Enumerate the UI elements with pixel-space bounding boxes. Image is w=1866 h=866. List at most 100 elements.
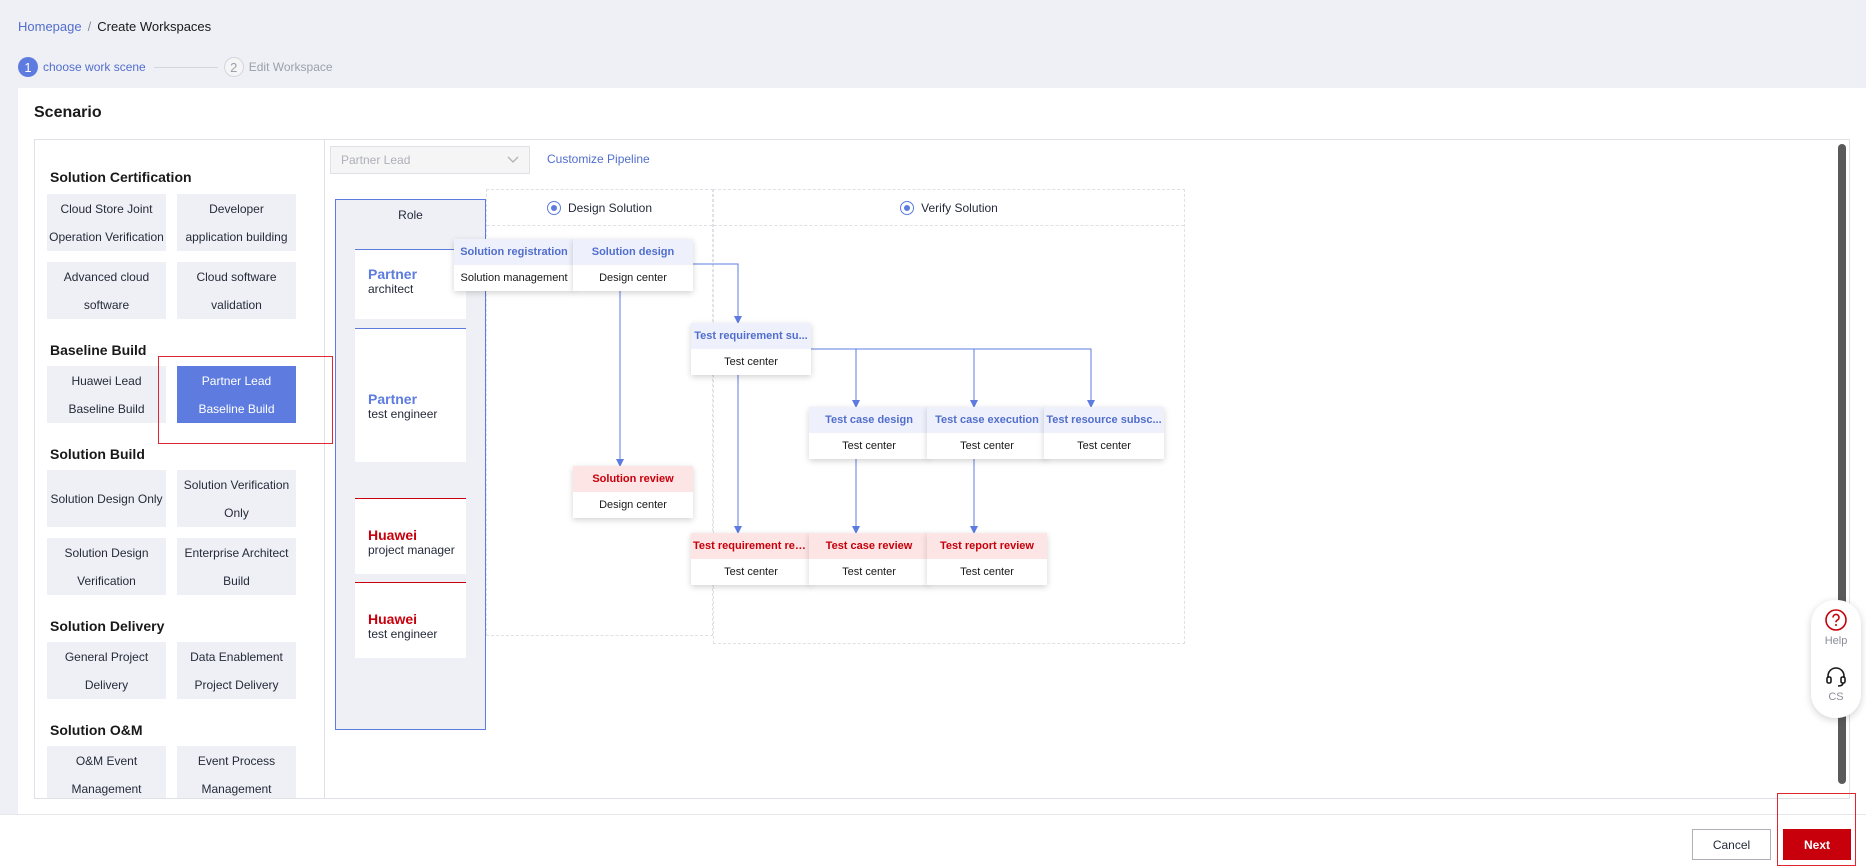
role-org: Huawei <box>368 527 418 543</box>
scenario-cloud-store-joint-operation-verification[interactable]: Cloud Store Joint Operation Verification <box>47 194 166 251</box>
scenario-card: Scenario Solution Certification Cloud St… <box>18 88 1866 814</box>
step-indicator: 1 choose work scene 2 Edit Workspace <box>18 57 333 77</box>
next-button[interactable]: Next <box>1783 829 1851 860</box>
cs-label: CS <box>1828 691 1844 703</box>
breadcrumb: Homepage / Create Workspaces <box>18 19 211 34</box>
node-solution-design[interactable]: Solution design Design center <box>573 239 693 291</box>
role-name: test engineer <box>368 407 438 421</box>
role-column-header: Role <box>398 208 423 222</box>
help-icon <box>1824 609 1848 635</box>
node-test-report-review[interactable]: Test report review Test center <box>927 533 1047 585</box>
group-title-solution-delivery: Solution Delivery <box>50 618 165 634</box>
stage-design-solution: Design Solution <box>486 189 713 636</box>
customer-service-button[interactable]: CS <box>1811 664 1861 703</box>
node-subtitle: Test center <box>960 440 1014 452</box>
scenario-data-enablement-project-delivery[interactable]: Data Enablement Project Delivery <box>177 642 296 699</box>
node-subtitle: Design center <box>599 272 667 284</box>
node-subtitle: Test center <box>960 566 1014 578</box>
step-2-label: Edit Workspace <box>248 60 333 74</box>
customize-pipeline-link[interactable]: Customize Pipeline <box>547 152 650 166</box>
stage-radio-verify-solution[interactable] <box>900 200 915 215</box>
step-2-number: 2 <box>223 57 244 77</box>
group-title-solution-build: Solution Build <box>50 446 145 462</box>
footer-bar: Cancel Next <box>0 814 1866 866</box>
node-test-case-review[interactable]: Test case review Test center <box>809 533 929 585</box>
node-test-resource-subscription[interactable]: Test resource subsc... Test center <box>1044 407 1164 459</box>
node-title: Solution registration <box>454 239 574 265</box>
node-title: Test requirement rev... <box>691 533 811 559</box>
node-title: Test case execution <box>927 407 1047 433</box>
floating-help-panel: Help CS <box>1811 600 1861 718</box>
scenario-solution-verification-only[interactable]: Solution Verification Only <box>177 470 296 527</box>
scenario-solution-design-only[interactable]: Solution Design Only <box>47 470 166 527</box>
node-solution-review[interactable]: Solution review Design center <box>573 466 693 518</box>
scenario-general-project-delivery[interactable]: General Project Delivery <box>47 642 166 699</box>
role-card-huawei-project-manager: Huawei project manager <box>355 498 466 574</box>
role-name: test engineer <box>368 627 438 641</box>
role-name: architect <box>368 282 414 296</box>
scenario-cloud-software-validation[interactable]: Cloud software validation <box>177 262 296 319</box>
step-1-label: choose work scene <box>43 60 146 74</box>
flow-connectors <box>547 260 1095 534</box>
role-org: Partner <box>368 266 418 282</box>
node-title: Solution review <box>573 466 693 492</box>
group-title-baseline-build: Baseline Build <box>50 342 147 358</box>
chevron-down-icon <box>507 153 519 167</box>
node-test-case-execution[interactable]: Test case execution Test center <box>927 407 1047 459</box>
step-connector <box>153 66 218 68</box>
help-label: Help <box>1824 635 1848 647</box>
role-card-partner-architect: Partner architect <box>355 249 466 319</box>
scenario-enterprise-architect-build[interactable]: Enterprise Architect Build <box>177 538 296 595</box>
scenario-solution-design-verification[interactable]: Solution Design Verification <box>47 538 166 595</box>
page-title: Scenario <box>34 104 102 121</box>
node-test-requirement-submission[interactable]: Test requirement su... Test center <box>691 323 811 375</box>
node-title: Test requirement su... <box>691 323 811 349</box>
node-subtitle: Test center <box>724 566 778 578</box>
stage-header: Design Solution <box>487 190 712 226</box>
node-title: Test resource subsc... <box>1044 407 1164 433</box>
scenario-event-process-management[interactable]: Event Process Management <box>177 746 296 798</box>
role-org: Partner <box>368 391 418 407</box>
node-title: Test report review <box>927 533 1047 559</box>
breadcrumb-separator: / <box>87 19 92 34</box>
node-solution-registration[interactable]: Solution registration Solution managemen… <box>454 239 574 291</box>
stage-label: Design Solution <box>567 200 653 215</box>
node-subtitle: Solution management <box>460 272 568 284</box>
node-subtitle: Test center <box>724 356 778 368</box>
scenario-huawei-lead-baseline-build[interactable]: Huawei Lead Baseline Build <box>47 366 166 423</box>
role-org: Huawei <box>368 611 418 627</box>
node-subtitle: Design center <box>599 499 667 511</box>
scenario-list: Solution Certification Cloud Store Joint… <box>34 139 326 799</box>
node-title: Test case design <box>809 407 929 433</box>
scenario-om-event-management[interactable]: O&M Event Management <box>47 746 166 798</box>
stage-label: Verify Solution <box>921 200 998 215</box>
cancel-button[interactable]: Cancel <box>1692 829 1771 860</box>
node-subtitle: Test center <box>842 566 896 578</box>
group-title-solution-om: Solution O&M <box>50 722 143 738</box>
stage-radio-design-solution[interactable] <box>546 200 561 215</box>
role-lead-select-value: Partner Lead <box>341 153 411 167</box>
node-subtitle: Test center <box>842 440 896 452</box>
breadcrumb-current: Create Workspaces <box>97 19 212 34</box>
pipeline-panel: Partner Lead Customize Pipeline Role Par… <box>324 139 1850 799</box>
scenario-advanced-cloud-software[interactable]: Advanced cloud software <box>47 262 166 319</box>
breadcrumb-homepage-link[interactable]: Homepage <box>18 19 82 34</box>
step-1-number: 1 <box>18 57 38 77</box>
stage-verify-solution: Verify Solution <box>713 189 1185 644</box>
pipeline-scrollbar-thumb[interactable] <box>1838 144 1846 784</box>
role-column: Role Partner architect Partner test engi… <box>335 199 486 730</box>
help-button[interactable]: Help <box>1811 608 1861 647</box>
stage-header: Verify Solution <box>714 190 1184 226</box>
node-test-case-design[interactable]: Test case design Test center <box>809 407 929 459</box>
scenario-partner-lead-baseline-build[interactable]: Partner Lead Baseline Build <box>177 366 296 423</box>
role-card-huawei-test-engineer: Huawei test engineer <box>355 582 466 658</box>
headset-icon <box>1824 667 1848 691</box>
scenario-developer-application-building[interactable]: Developer application building <box>177 194 296 251</box>
node-title: Solution design <box>573 239 693 265</box>
role-lead-select[interactable]: Partner Lead <box>330 146 530 174</box>
node-title: Test case review <box>809 533 929 559</box>
role-card-partner-test-engineer: Partner test engineer <box>355 328 466 462</box>
node-subtitle: Test center <box>1077 440 1131 452</box>
node-test-requirement-review[interactable]: Test requirement rev... Test center <box>691 533 811 585</box>
role-name: project manager <box>368 543 455 557</box>
